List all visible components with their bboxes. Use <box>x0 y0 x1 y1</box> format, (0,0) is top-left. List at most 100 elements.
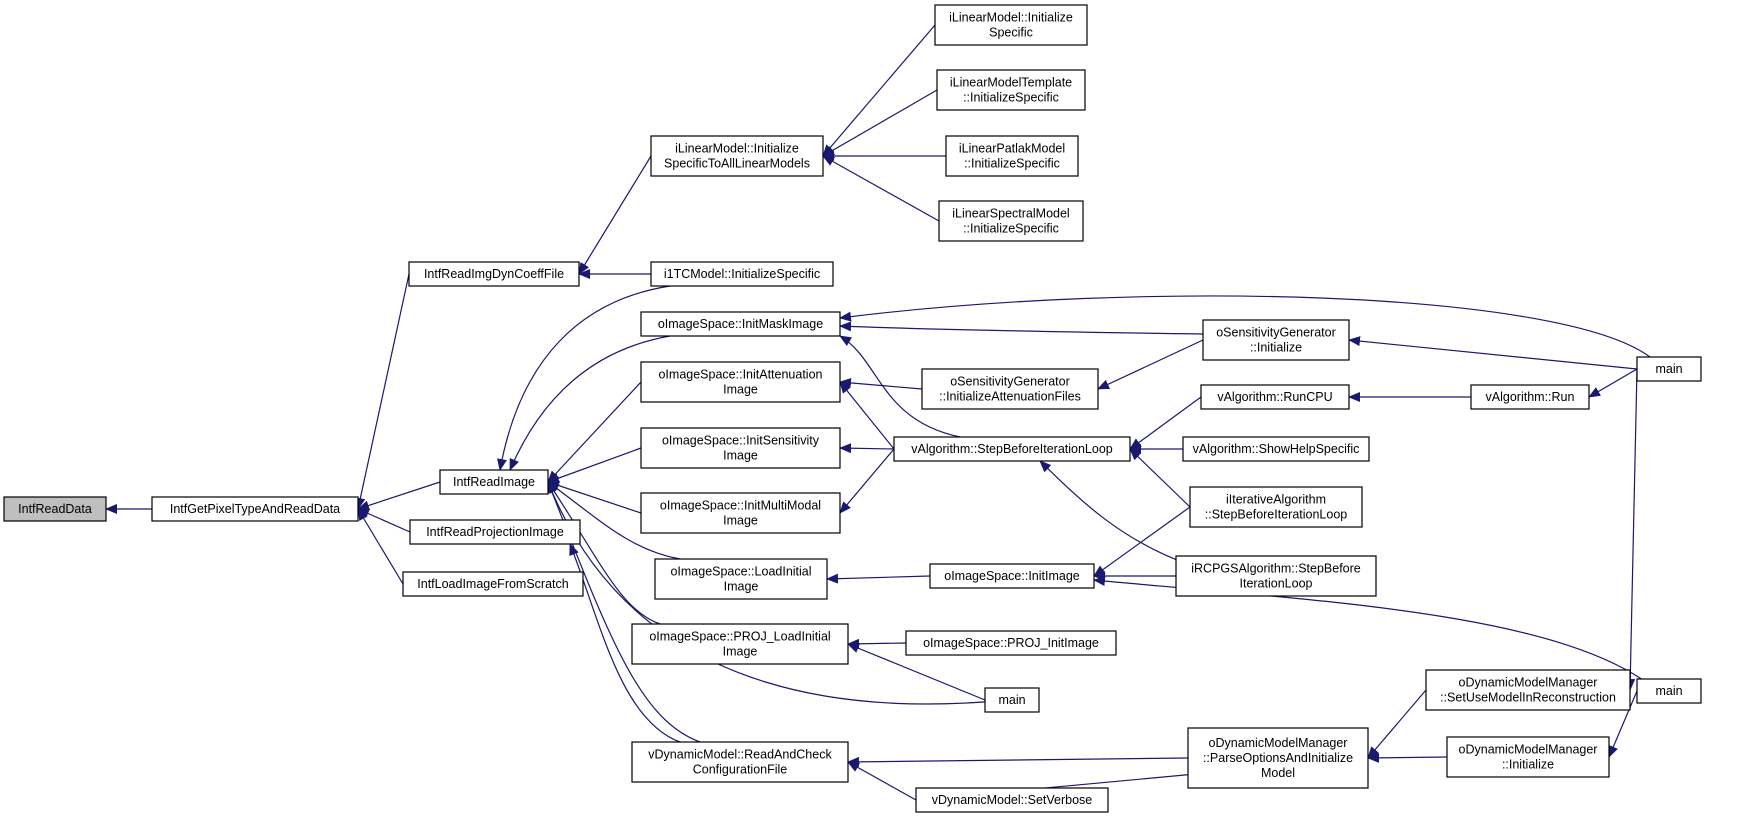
node-main-top[interactable]: main <box>1636 356 1702 382</box>
edge-rcpgs-stepbefore-to-valg-stepbefore <box>1039 460 1191 566</box>
edges-layer <box>105 24 1651 801</box>
node-main-bottom[interactable]: main <box>1636 678 1702 704</box>
node-iter-stepbefore[interactable]: iIterativeAlgorithm::StepBeforeIteration… <box>1189 486 1363 528</box>
node-box <box>640 427 841 469</box>
node-box <box>1636 678 1702 704</box>
node-label: iLinearModelTemplate <box>950 76 1072 90</box>
node-ilpm-spec[interactable]: iLinearPatlakModel::InitializeSpecific <box>945 135 1079 177</box>
node-rcpgs-stepbefore[interactable]: iRCPGSAlgorithm::StepBeforeIterationLoop <box>1175 555 1377 597</box>
node-box <box>650 261 834 287</box>
node-initmask[interactable]: oImageSpace::InitMaskImage <box>640 311 841 337</box>
node-getpixel[interactable]: IntfGetPixelTypeAndReadData <box>151 496 359 522</box>
node-box <box>893 436 1131 462</box>
node-oimg-initimage[interactable]: oImageSpace::InitImage <box>929 563 1095 589</box>
edge-iter-stepbefore-to-oimg-initimage <box>1093 506 1191 577</box>
node-label: main <box>998 693 1025 707</box>
node-label: Image <box>724 580 759 594</box>
node-label: oImageSpace::InitMultiModal <box>660 499 821 513</box>
node-ilsm-spec[interactable]: iLinearSpectralModel::InitializeSpecific <box>938 200 1084 242</box>
node-box <box>1202 319 1350 361</box>
node-ilm-spec[interactable]: iLinearModel::InitializeSpecific <box>934 4 1088 46</box>
edge-vdm-setverbose-to-vdm-readcheck <box>847 761 917 801</box>
edge-proj-loadinitial-to-readimage <box>547 481 661 625</box>
node-valg-runcpu[interactable]: vAlgorithm::RunCPU <box>1200 384 1350 410</box>
edge-i1tc-to-readimage <box>497 285 671 471</box>
edge-osg-initatten-to-initatten <box>839 377 923 390</box>
node-box <box>1446 736 1610 778</box>
node-box <box>640 492 841 534</box>
node-label: main <box>1655 362 1682 376</box>
edge-valg-stepbefore-to-initsens <box>839 443 895 454</box>
node-box <box>151 496 359 522</box>
node-readimgdyn[interactable]: IntfReadImgDynCoeffFile <box>408 261 580 287</box>
node-box <box>1175 555 1377 597</box>
node-valg-run[interactable]: vAlgorithm::Run <box>1470 384 1590 410</box>
edge-odmm-setuse-to-odmm-parse <box>1367 689 1427 759</box>
node-box <box>1182 436 1370 462</box>
node-box <box>439 469 549 495</box>
node-readimage[interactable]: IntfReadImage <box>439 469 549 495</box>
node-label: IntfGetPixelTypeAndReadData <box>170 502 340 516</box>
node-box <box>938 200 1084 242</box>
node-label: SpecificToAllLinearModels <box>664 157 810 171</box>
node-odmm-setuse[interactable]: oDynamicModelManager::SetUseModelInRecon… <box>1425 669 1631 711</box>
node-valg-stepbefore[interactable]: vAlgorithm::StepBeforeIterationLoop <box>893 436 1131 462</box>
edge-main-top-to-odmm-setuse <box>1625 368 1638 691</box>
node-box <box>408 261 580 287</box>
node-label: ::Initialize <box>1250 341 1302 355</box>
node-i1tc[interactable]: i1TCModel::InitializeSpecific <box>650 261 834 287</box>
edge-osg-init-to-initmask <box>839 321 1204 335</box>
node-label: ::InitializeAttenuationFiles <box>939 390 1081 404</box>
node-label: iLinearSpectralModel <box>952 207 1069 221</box>
edge-loadscratch-to-getpixel <box>357 508 404 585</box>
node-label: vAlgorithm::StepBeforeIterationLoop <box>911 442 1113 456</box>
node-label: ::Initialize <box>1502 758 1554 772</box>
node-box <box>936 69 1086 111</box>
node-box <box>640 311 841 337</box>
node-label: iLinearPatlakModel <box>959 142 1065 156</box>
node-odmm-init[interactable]: oDynamicModelManager::Initialize <box>1446 736 1610 778</box>
node-odmm-parse[interactable]: oDynamicModelManager::ParseOptionsAndIni… <box>1187 727 1369 789</box>
node-box <box>1187 727 1369 789</box>
edge-initmulti-to-readimage <box>547 480 642 514</box>
node-proj-initimage[interactable]: oImageSpace::PROJ_InitImage <box>905 630 1117 656</box>
edge-valg-runcpu-to-valg-stepbefore <box>1129 396 1202 450</box>
node-loadscratch[interactable]: IntfLoadImageFromScratch <box>402 571 584 597</box>
node-label: oDynamicModelManager <box>1459 743 1598 757</box>
node-main-mid[interactable]: main <box>984 687 1040 713</box>
node-vdm-setverbose[interactable]: vDynamicModel::SetVerbose <box>915 787 1109 813</box>
edge-readproj-to-getpixel <box>357 508 411 533</box>
node-vdm-readcheck[interactable]: vDynamicModel::ReadAndCheckConfiguration… <box>631 741 849 783</box>
node-osg-initatten[interactable]: oSensitivityGenerator::InitializeAttenua… <box>921 368 1099 410</box>
edge-odmm-parse-to-vdm-readcheck <box>847 756 1189 767</box>
node-label: oImageSpace::PROJ_LoadInitial <box>649 630 830 644</box>
node-osg-init[interactable]: oSensitivityGenerator::Initialize <box>1202 319 1350 361</box>
edge-loadinitial-to-readimage <box>547 481 681 560</box>
node-label: iIterativeAlgorithm <box>1226 493 1326 507</box>
edge-initmask-to-readimage <box>509 335 671 471</box>
edge-main-mid-to-readimage <box>547 481 1010 705</box>
edge-valg-stepbefore-to-initatten <box>839 381 895 450</box>
node-root[interactable]: IntfReadData <box>3 496 107 522</box>
node-box <box>650 135 824 177</box>
node-valg-showhelp[interactable]: vAlgorithm::ShowHelpSpecific <box>1182 436 1370 462</box>
edge-main-mid-to-proj-loadinitial <box>847 643 986 701</box>
node-ilm-init-all[interactable]: iLinearModel::InitializeSpecificToAllLin… <box>650 135 824 177</box>
node-label: Image <box>723 449 758 463</box>
edge-ilmt-spec-to-ilm-init-all <box>822 89 938 157</box>
node-readproj[interactable]: IntfReadProjectionImage <box>409 519 581 545</box>
node-label: oDynamicModelManager <box>1459 676 1598 690</box>
node-label: oImageSpace::InitSensitivity <box>662 434 820 448</box>
node-ilmt-spec[interactable]: iLinearModelTemplate::InitializeSpecific <box>936 69 1086 111</box>
node-label: vAlgorithm::Run <box>1486 390 1575 404</box>
edge-valg-stepbefore-to-initmask <box>839 335 961 438</box>
node-label: oImageSpace::PROJ_InitImage <box>923 636 1099 650</box>
node-label: ::ParseOptionsAndInitialize <box>1203 751 1353 765</box>
